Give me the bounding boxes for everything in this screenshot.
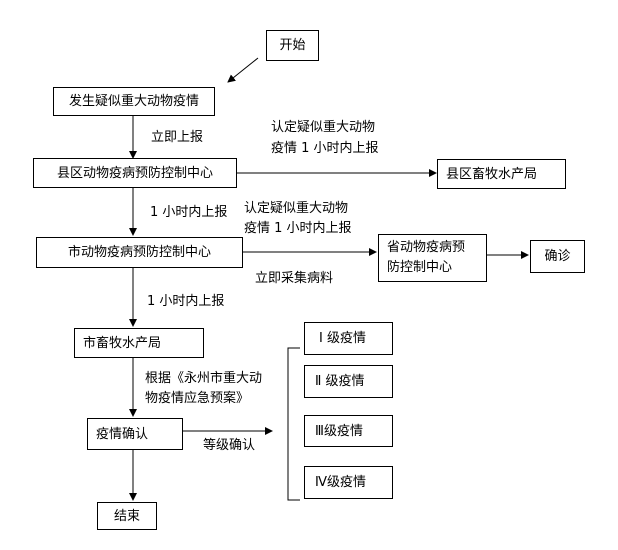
level-2-label: Ⅱ 级疫情	[315, 374, 365, 389]
city-bureau-label: 市畜牧水产局	[83, 335, 162, 351]
province-center-label: 省动物疫病预防控制中心	[387, 240, 466, 275]
city-center-node: 市动物疫病预防控制中心	[36, 237, 243, 268]
level-2-node: Ⅱ 级疫情	[304, 365, 393, 398]
city-center-label: 市动物疫病预防控制中心	[67, 245, 211, 260]
start-node: 开始	[266, 30, 319, 61]
county-note-line1: 认定疑似重大动物	[271, 120, 376, 135]
end-label: 结束	[113, 508, 140, 524]
level-3-label: Ⅲ级疫情	[315, 423, 363, 439]
suspected-epidemic-label: 发生疑似重大动物疫情	[68, 94, 199, 109]
basis-line1: 根据《永州市重大动	[145, 371, 263, 386]
arrow-start-to-suspected	[227, 57, 259, 83]
county-note-line2: 疫情 1 小时内上报	[271, 141, 379, 156]
level-3-node: Ⅲ级疫情	[304, 415, 393, 447]
county-bureau-node: 县区畜牧水产局	[437, 159, 566, 189]
level-4-node: Ⅳ级疫情	[304, 466, 393, 499]
level-bracket	[287, 347, 300, 501]
county-center-node: 县区动物疫病预防控制中心	[33, 158, 237, 188]
level-1-node: Ⅰ 级疫情	[304, 322, 393, 355]
county-center-label: 县区动物疫病预防控制中心	[56, 165, 213, 181]
report-1h-label-b: 1 小时内上报	[147, 294, 225, 309]
epidemic-confirm-label: 疫情确认	[96, 426, 149, 442]
epidemic-confirm-node: 疫情确认	[87, 418, 183, 450]
grade-confirm-label: 等级确认	[203, 438, 256, 453]
level-4-label: Ⅳ级疫情	[315, 475, 366, 490]
city-note-line1: 认定疑似重大动物	[244, 201, 349, 216]
end-node: 结束	[97, 502, 157, 530]
diagnose-node: 确诊	[530, 240, 585, 273]
report-now-label: 立即上报	[151, 130, 204, 145]
report-1h-label-a: 1 小时内上报	[150, 205, 228, 220]
city-note-line2: 疫情 1 小时内上报	[244, 221, 352, 236]
province-center-node: 省动物疫病预防控制中心	[378, 234, 487, 282]
diagnose-label: 确诊	[544, 249, 571, 264]
level-1-label: Ⅰ 级疫情	[319, 331, 366, 346]
suspected-epidemic-node: 发生疑似重大动物疫情	[53, 87, 215, 116]
city-bureau-node: 市畜牧水产局	[74, 328, 204, 358]
start-node-label: 开始	[279, 38, 306, 53]
county-bureau-label: 县区畜牧水产局	[446, 166, 538, 182]
collect-sample-label: 立即采集病料	[255, 271, 334, 286]
basis-line2: 物疫情应急预案》	[145, 391, 250, 406]
